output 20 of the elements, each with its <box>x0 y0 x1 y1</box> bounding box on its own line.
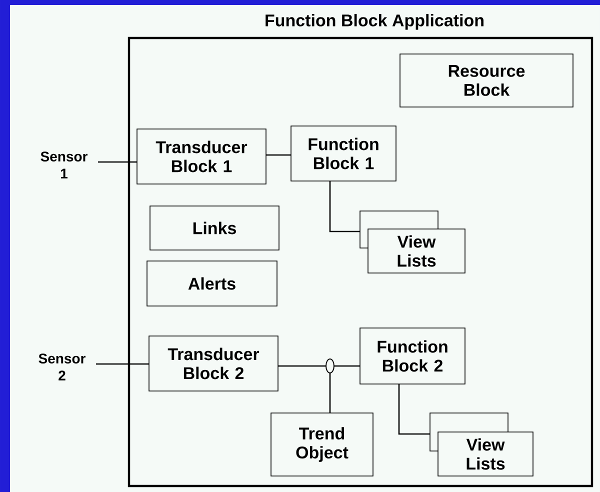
connector-line <box>329 372 331 413</box>
block-box: Alerts <box>146 260 278 306</box>
block-box: Trend Object <box>270 412 374 476</box>
block-box: Transducer Block 2 <box>148 336 278 392</box>
connector-line <box>398 384 430 435</box>
block-box: Function Block 2 <box>360 328 466 384</box>
connector-line <box>278 365 326 367</box>
block-box: Links <box>150 206 280 250</box>
sensor-label: Sensor 1 <box>40 152 88 178</box>
sensor-label: Sensor 2 <box>38 354 86 380</box>
block-box: View Lists <box>368 228 466 274</box>
connector-line <box>329 181 360 232</box>
connector-line <box>98 161 137 163</box>
block-box: View Lists <box>438 432 534 476</box>
block-box: Resource Block <box>400 54 574 108</box>
connector-line <box>96 363 149 365</box>
connector-line <box>266 154 291 156</box>
connector-line <box>334 365 360 367</box>
block-box: Transducer Block 1 <box>136 128 266 184</box>
block-box: Function Block 1 <box>290 126 396 182</box>
